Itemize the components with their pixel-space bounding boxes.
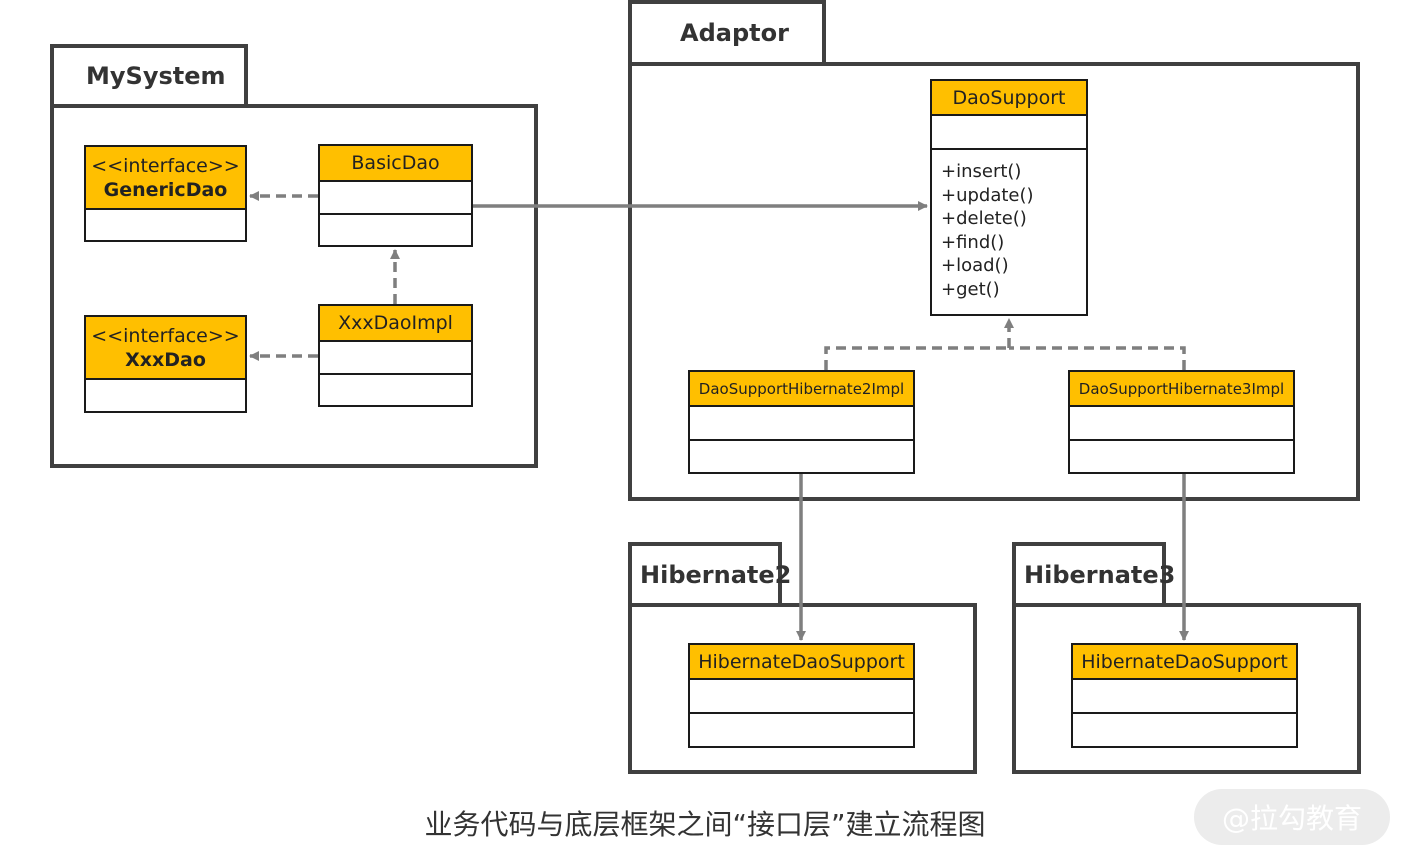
class-header: HibernateDaoSupport: [690, 645, 913, 680]
watermark: @拉勾教育: [1194, 789, 1390, 845]
class-attributes: [932, 116, 1086, 150]
class-name: DaoSupportHibernate2Impl: [698, 379, 905, 398]
class-dao-support-hibernate3-impl: DaoSupportHibernate3Impl: [1068, 370, 1295, 474]
class-xxx-dao: <<interface>> XxxDao: [84, 315, 247, 413]
package-title-hibernate2: Hibernate2: [640, 561, 792, 589]
class-hibernate-dao-support-2: HibernateDaoSupport: [688, 643, 915, 748]
diagram-caption: 业务代码与底层框架之间“接口层”建立流程图: [424, 808, 986, 841]
method-update: +update(): [941, 184, 1034, 206]
package-tab-mysystem: MySystem: [50, 44, 248, 108]
class-attributes: [690, 407, 913, 441]
class-attributes: [320, 182, 471, 215]
package-tab-adaptor: Adaptor: [628, 0, 826, 66]
class-name: XxxDao: [125, 348, 206, 371]
class-basic-dao: BasicDao: [318, 144, 473, 247]
class-attributes: [1073, 680, 1296, 714]
class-operations: +insert() +update() +delete() +find() +l…: [932, 150, 1086, 301]
method-delete: +delete(): [941, 208, 1027, 229]
class-dao-support: DaoSupport +insert() +update() +delete()…: [930, 79, 1088, 316]
class-attributes: [1070, 407, 1293, 441]
class-name: HibernateDaoSupport: [1081, 650, 1288, 673]
class-header: DaoSupportHibernate3Impl: [1070, 372, 1293, 407]
class-attributes: [690, 680, 913, 714]
class-xxx-dao-impl: XxxDaoImpl: [318, 304, 473, 407]
class-name: DaoSupport: [952, 86, 1066, 109]
class-header: XxxDaoImpl: [320, 306, 471, 342]
class-attributes: [320, 342, 471, 375]
method-load: +load(): [941, 255, 1009, 276]
method-insert: +insert(): [941, 161, 1022, 182]
class-header: <<interface>> GenericDao: [86, 147, 245, 210]
class-name: HibernateDaoSupport: [698, 650, 905, 673]
class-header: BasicDao: [320, 146, 471, 182]
package-tab-hibernate2: Hibernate2: [628, 542, 791, 608]
class-name: GenericDao: [103, 178, 228, 201]
class-generic-dao: <<interface>> GenericDao: [84, 145, 247, 242]
class-name: DaoSupportHibernate3Impl: [1078, 379, 1285, 398]
class-header: DaoSupport: [932, 81, 1086, 116]
method-find: +find(): [941, 231, 1005, 253]
class-header: <<interface>> XxxDao: [86, 317, 245, 380]
package-title-adaptor: Adaptor: [680, 19, 789, 47]
stereotype-label: <<interface>>: [91, 324, 240, 347]
realization-hib3impl-daosupport: [1009, 346, 1186, 370]
package-title-hibernate3: Hibernate3: [1024, 561, 1176, 589]
class-header: DaoSupportHibernate2Impl: [690, 372, 913, 407]
realization-hib2impl-daosupport: [824, 346, 1009, 370]
class-dao-support-hibernate2-impl: DaoSupportHibernate2Impl: [688, 370, 915, 474]
class-hibernate-dao-support-3: HibernateDaoSupport: [1071, 643, 1298, 748]
class-name: XxxDaoImpl: [338, 312, 453, 334]
class-name: BasicDao: [351, 152, 440, 174]
class-header: HibernateDaoSupport: [1073, 645, 1296, 680]
stereotype-label: <<interface>>: [91, 154, 240, 177]
method-get: +get(): [941, 278, 1000, 300]
package-title-mysystem: MySystem: [86, 62, 226, 90]
